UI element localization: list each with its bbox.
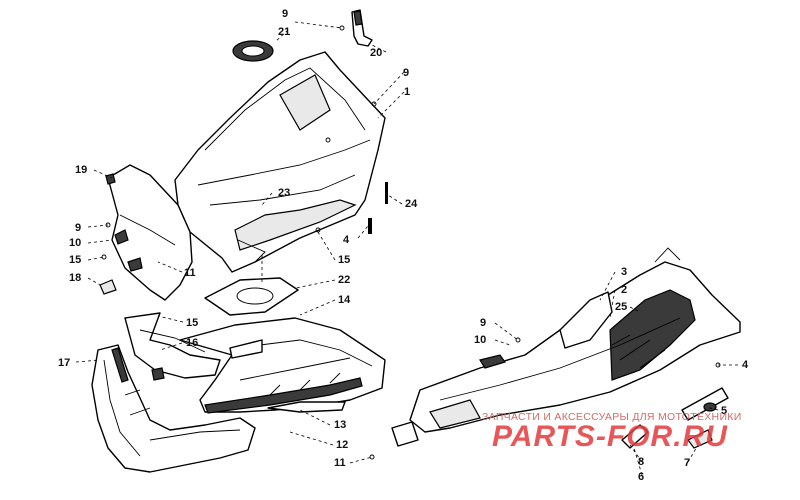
inner-panel-part: [124, 312, 263, 381]
callout-11: 11: [184, 267, 196, 279]
fastener-clips-part: [621, 387, 729, 449]
callout-12: 12: [336, 439, 348, 451]
callout-18: 18: [69, 272, 81, 284]
callout-8: 8: [638, 456, 644, 468]
callout-labels: 9 21 20 9 1 19 23 24 9 10 15 18 11 4 15 …: [58, 8, 749, 483]
callout-25: 25: [615, 301, 627, 313]
callout-7: 7: [684, 457, 690, 469]
callout-15: 15: [338, 254, 350, 266]
belly-pan-part: [179, 317, 386, 414]
callout-4: 4: [742, 359, 749, 371]
callout-2: 2: [621, 284, 627, 296]
tunnel-side-panel-part: [391, 247, 741, 447]
callout-21: 21: [278, 26, 290, 38]
callout-11: 11: [334, 457, 346, 469]
callout-22: 22: [338, 274, 350, 286]
grommet-ring-part: [232, 40, 274, 62]
watermark: ЗАПЧАСТИ И АКСЕССУАРЫ ДЛЯ МОТОТЕХНИКИ PA…: [482, 411, 742, 453]
callout-15: 15: [69, 254, 81, 266]
left-front-panel-part: [99, 164, 193, 301]
callout-14: 14: [338, 294, 351, 306]
screw-fasteners: [101, 25, 721, 460]
callout-19: 19: [75, 164, 87, 176]
callout-23: 23: [278, 187, 290, 199]
callout-9: 9: [282, 8, 288, 20]
watermark-tagline: ЗАПЧАСТИ И АКСЕССУАРЫ ДЛЯ МОТОТЕХНИКИ: [482, 411, 742, 423]
callout-24: 24: [405, 198, 418, 210]
front-bumper-part: [91, 344, 256, 473]
callout-5: 5: [721, 405, 727, 417]
callout-16: 16: [186, 337, 198, 349]
callout-10: 10: [474, 334, 486, 346]
callout-4: 4: [343, 234, 350, 246]
bracket-part: [351, 9, 373, 47]
base-plate-part: [204, 255, 299, 316]
watermark-brand: PARTS-FOR.RU: [492, 420, 728, 453]
callout-6: 6: [638, 471, 644, 483]
callout-9: 9: [480, 317, 486, 329]
callout-leaders: [75, 21, 738, 476]
callout-20: 20: [370, 47, 382, 59]
callout-15: 15: [186, 317, 198, 329]
callout-13: 13: [334, 419, 346, 431]
callout-3: 3: [621, 266, 627, 278]
callout-1: 1: [404, 86, 410, 98]
callout-17: 17: [58, 357, 70, 369]
callout-9: 9: [403, 67, 409, 79]
callout-10: 10: [69, 237, 81, 249]
callout-9: 9: [75, 222, 81, 234]
side-panel-part: [174, 51, 386, 273]
